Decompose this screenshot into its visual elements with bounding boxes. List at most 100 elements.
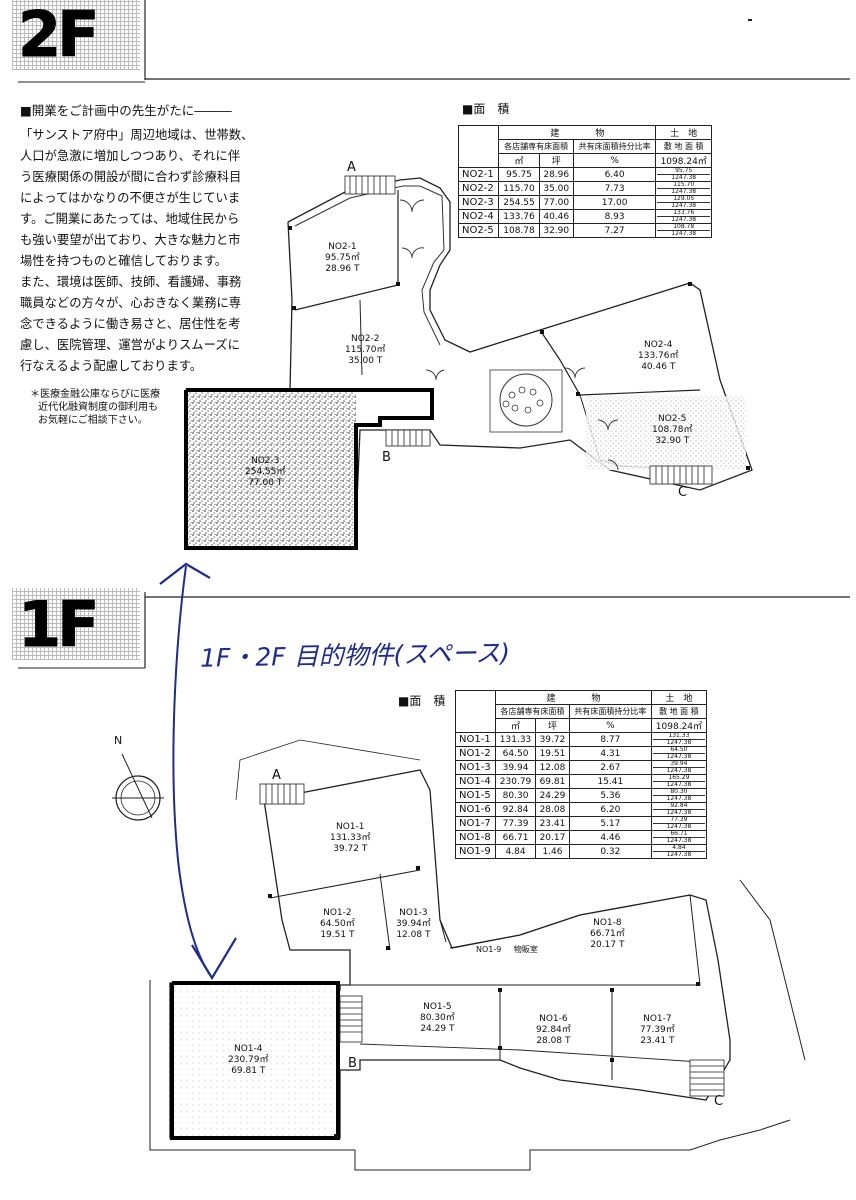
intro-line: 行なえるよう配慮しております。 (20, 359, 203, 373)
intro-line: 慮し、医院管理、運営がよりスムーズに (20, 338, 240, 352)
ratio-denominator: 1247.38 (666, 739, 692, 746)
room-no1-3: NO1-3 39.94㎡ 12.08 T (396, 908, 431, 940)
floor-label-2f: 2F (18, 0, 100, 72)
table-cell-no: NO1-9 (454, 844, 497, 859)
intro-line: う医療関係の開設が間に合わず診療科目 (20, 170, 242, 184)
room-no2-3: NO2-3 254.55㎡ 77.00 T (245, 456, 286, 488)
intro-line: また、環境は医師、技師、看護婦、事務 (20, 275, 242, 289)
table-cell-no: NO2-2 (457, 181, 500, 196)
ratio-denominator: 1247.38 (666, 809, 692, 816)
ratio-denominator: 1247.38 (666, 823, 692, 830)
floor-label-2f-box: 2F (12, 0, 140, 78)
ratio-numerator: 115.70 (657, 182, 710, 189)
compass-icon (112, 753, 164, 821)
table-cell-pct: 7.27 (572, 223, 657, 238)
note-line: お気軽にご相談下さい。 (38, 415, 148, 426)
intro-line: 「サンストア府中」周辺地域は、世帯数、 (20, 128, 254, 142)
intro-heading: ■開業をご計画中の先生がたに――― (20, 103, 232, 118)
ratio-denominator: 1247.38 (666, 795, 692, 802)
ratio-denominator: 1247.38 (671, 188, 697, 195)
ratio-denominator: 1247.38 (666, 767, 692, 774)
ratio-denominator: 1247.38 (671, 216, 697, 223)
ratio-denominator: 1247.38 (666, 837, 692, 844)
room-no1-1: NO1-1 131.33㎡ 39.72 T (330, 822, 371, 854)
table-cell-m2: 108.78 (498, 223, 540, 238)
area-title-2f: ■面 積 (462, 102, 510, 116)
table-cell-tsubo: 32.90 (538, 223, 574, 238)
table-cell-no: NO1-7 (454, 816, 497, 831)
floor-plan-2f (184, 175, 753, 550)
room-no1-8: NO1-8 66.71㎡ 20.17 T (590, 918, 625, 950)
ratio-numerator: 80.30 (652, 789, 705, 796)
intro-text: ■開業をご計画中の先生がたに――― 「サンストア府中」周辺地域は、世帯数、 人口… (20, 100, 270, 377)
ratio-numerator: 95.75 (657, 168, 710, 175)
room-no2-5: NO2-5 108.78㎡ 32.90 T (652, 414, 693, 446)
site-value: 1098.24㎡ (650, 718, 708, 733)
intro-line: す。ご開業にあたっては、地域住民から (20, 212, 240, 226)
room-no2-2: NO2-2 115.70㎡ 35.00 T (345, 334, 386, 366)
ratio-numerator: 131.33 (652, 733, 705, 740)
ratio-numerator: 92.84 (652, 803, 705, 810)
intro-line: 人口が急激に増加しつつあり、それに伴 (20, 149, 241, 163)
entrance-b-1f: B (348, 1056, 357, 1071)
ratio-denominator: 1247.38 (671, 230, 697, 237)
room-no2-1: NO2-1 95.75㎡ 28.96 T (325, 242, 360, 274)
note-line: 近代化融資制度の御利用も (38, 402, 158, 413)
entrance-b-2f: B (382, 450, 391, 465)
ratio-numerator: 66.71 (652, 831, 705, 838)
room-no1-2: NO1-2 64.50㎡ 19.51 T (320, 908, 355, 940)
entrance-c-2f: C (678, 485, 688, 500)
intro-line: 場性を持つものと確信しております。 (20, 254, 228, 268)
floor-label-1f-box: 1F (12, 588, 140, 666)
table-cell-tsubo: 1.46 (534, 844, 570, 859)
ratio-denominator: 1247.38 (666, 781, 692, 788)
intro-line: 念できるように働き易さと、居住性を考 (20, 317, 241, 331)
room-no1-4: NO1-4 230.79㎡ 69.81 T (228, 1044, 269, 1076)
ratio-numerator: 64.50 (652, 747, 705, 754)
ratio-denominator: 1247.38 (671, 174, 697, 181)
compass-north-label: N (114, 734, 123, 747)
ratio-denominator: 1247.38 (671, 202, 697, 209)
room-no1-9: NO1-9 物販室 (476, 945, 538, 954)
ratio-numerator: 39.94 (652, 761, 705, 768)
area-title-1f: ■面 積 (398, 694, 446, 708)
room-no1-5: NO1-5 80.30㎡ 24.29 T (420, 1002, 455, 1034)
entrance-a-2f: A (347, 160, 356, 175)
table-cell-pct: 6.40 (572, 167, 657, 182)
room-no1-7: NO1-7 77.39㎡ 23.41 T (640, 1014, 675, 1046)
ratio-numerator: 108.78 (657, 224, 710, 231)
area-table-2f: 建 物 土 地 各店舗専有床面積 共有床面積持分比率 敷 地 面 積 ㎡ 坪 %… (457, 125, 712, 238)
ratio-numerator: 165.29 (652, 775, 705, 782)
ratio-numerator: 129.05 (657, 196, 710, 203)
room-no1-6: NO1-6 92.84㎡ 28.08 T (536, 1014, 571, 1046)
area-table-1f: 建 物 土 地 各店舗専有床面積 共有床面積持分比率 敷 地 面 積 ㎡ 坪 %… (454, 690, 708, 859)
entrance-c-1f: C (714, 1094, 724, 1109)
room-no2-4: NO2-4 133.76㎡ 40.46 T (638, 340, 679, 372)
intro-line: も強い要望が出ており、大きな魅力と市 (20, 233, 241, 247)
table-cell-no: NO2-5 (457, 223, 500, 238)
loan-note: ＊医療金融公庫ならびに医療 近代化融資制度の御利用も お気軽にご相談下さい。 (30, 388, 230, 427)
intro-line: によってはかなりの不便さが生じていま (20, 191, 241, 205)
entrance-a-1f: A (272, 768, 281, 783)
ratio-denominator: 1247.38 (666, 753, 692, 760)
ratio-numerator: 133.76 (657, 210, 710, 217)
